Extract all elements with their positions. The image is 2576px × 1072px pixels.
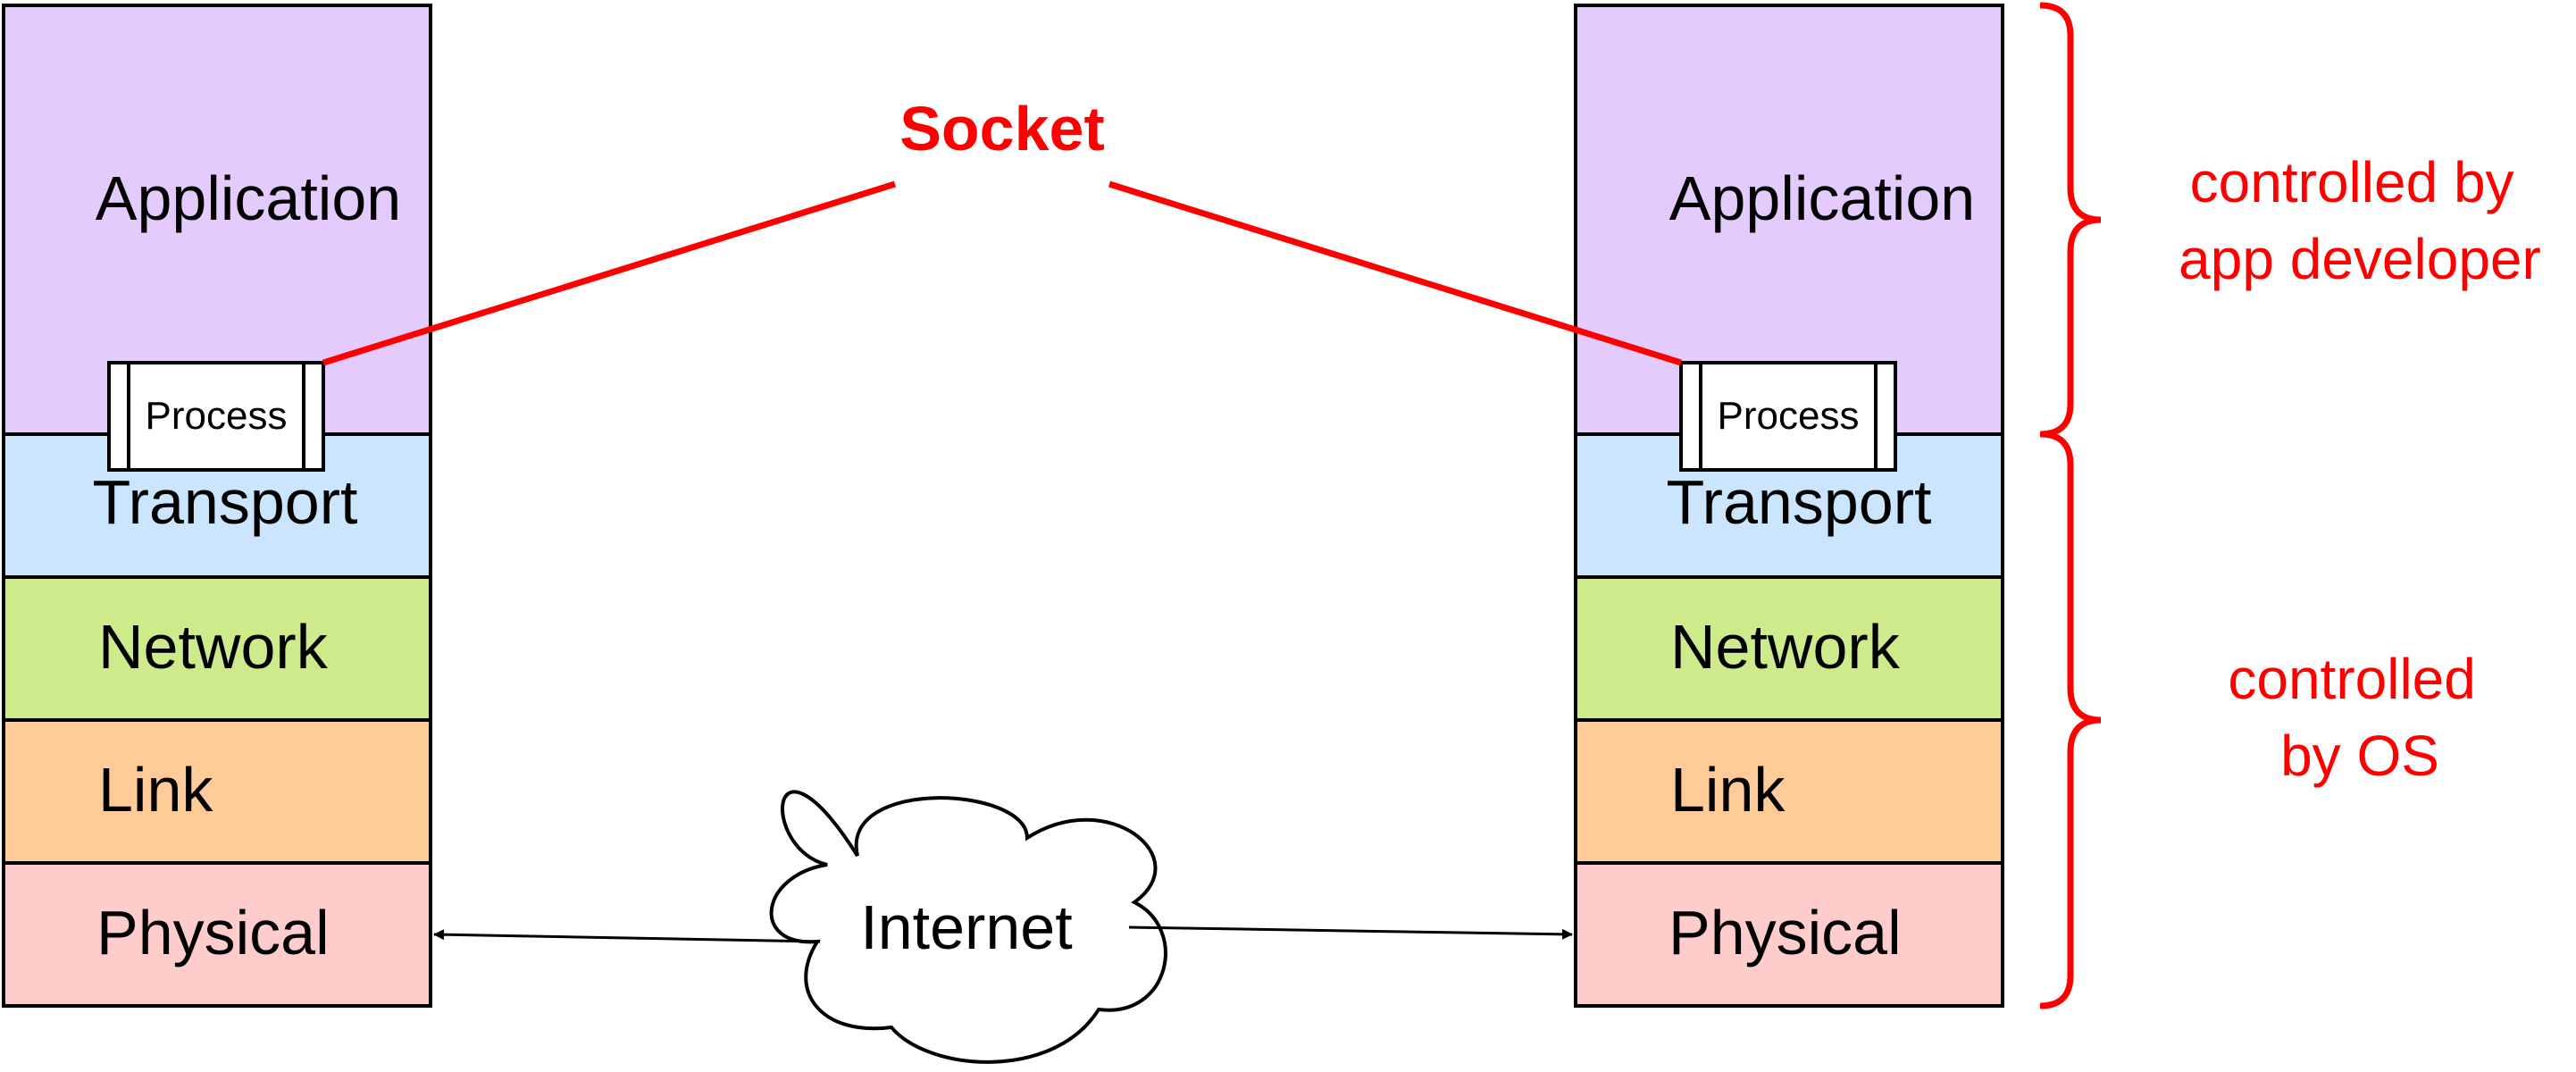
right-process-box: Process <box>1679 361 1897 472</box>
socket-label: Socket <box>899 94 1105 163</box>
socket-line-left <box>322 180 897 366</box>
left-network-layer <box>2 575 432 722</box>
right-link-layer <box>1574 718 2004 865</box>
annotation-os-line1: controlled <box>2228 647 2476 711</box>
annotation-app-developer-line2: app developer <box>2179 227 2541 291</box>
left-application-label: Application <box>96 163 401 233</box>
right-network-label: Network <box>1670 612 1901 682</box>
brace-app-developer <box>2039 2 2102 438</box>
socket-line-right <box>1108 180 1683 366</box>
annotation-app-developer: controlled by app developer <box>2179 150 2541 291</box>
annotation-os-line2: by OS <box>2280 724 2439 788</box>
left-transport-label: Transport <box>93 467 358 537</box>
left-process-label: Process <box>146 394 288 438</box>
left-process-box: Process <box>107 361 325 472</box>
internet-cloud: Internet <box>769 790 1167 1064</box>
arrow-to-left-physical <box>433 929 821 943</box>
annotation-app-developer-line1: controlled by <box>2190 150 2514 214</box>
right-link-label: Link <box>1670 755 1786 825</box>
right-physical-label: Physical <box>1669 898 1902 967</box>
right-application-label: Application <box>1669 163 1975 233</box>
right-physical-layer <box>1574 861 2004 1008</box>
left-physical-label: Physical <box>96 898 330 967</box>
cloud-icon <box>769 790 1167 1064</box>
left-network-label: Network <box>98 612 329 682</box>
left-link-layer <box>2 718 432 865</box>
left-physical-layer <box>2 861 432 1008</box>
left-host-stack: Application Transport Network Link Physi… <box>2 4 432 1008</box>
arrow-to-right-physical <box>1128 925 1573 940</box>
brace-os <box>2039 431 2102 1009</box>
right-transport-label: Transport <box>1667 467 1932 537</box>
annotation-os: controlled by OS <box>2228 647 2491 788</box>
right-host-stack: Application Transport Network Link Physi… <box>1574 4 2004 1008</box>
internet-label: Internet <box>860 892 1072 962</box>
left-link-label: Link <box>98 755 213 825</box>
socket-callout: Socket <box>322 94 1683 366</box>
right-process-label: Process <box>1718 394 1860 438</box>
